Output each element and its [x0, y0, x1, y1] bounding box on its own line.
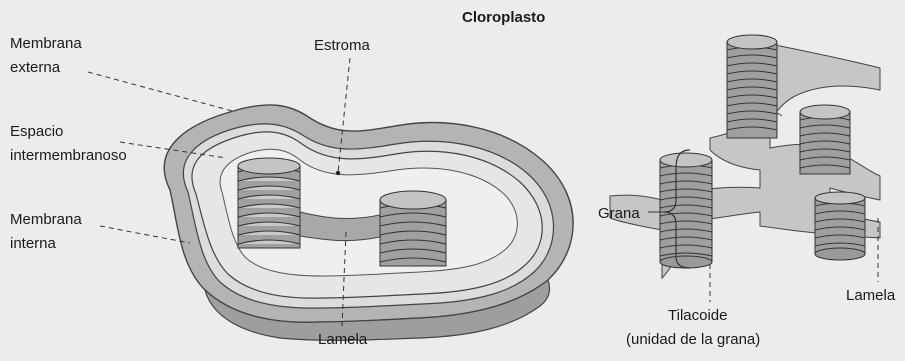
- granum-stack-left: [238, 158, 300, 248]
- label-membrana-interna-2: interna: [10, 234, 56, 253]
- granum-stack-right: [380, 191, 446, 266]
- granum-left: [660, 153, 712, 268]
- label-grana: Grana: [598, 204, 640, 223]
- label-membrana-externa-1: Membrana: [10, 34, 82, 53]
- granum-bottom-right: [815, 192, 865, 260]
- label-lamela-left: Lamela: [318, 330, 367, 349]
- diagram-title: Cloroplasto: [462, 8, 545, 27]
- label-membrana-interna-1: Membrana: [10, 210, 82, 229]
- stroma-dot: [336, 171, 340, 175]
- granum-right: [800, 105, 850, 174]
- label-lamela-right: Lamela: [846, 286, 895, 305]
- label-membrana-externa-2: externa: [10, 58, 60, 77]
- label-tilacoide-2: (unidad de la grana): [626, 330, 760, 349]
- thylakoid-detail: [610, 35, 880, 278]
- label-espacio-2: intermembranoso: [10, 146, 127, 165]
- label-tilacoide-1: Tilacoide: [668, 306, 727, 325]
- granum-top: [727, 35, 777, 138]
- label-espacio-1: Espacio: [10, 122, 63, 141]
- label-estroma: Estroma: [314, 36, 370, 55]
- chloroplast-body: [164, 105, 573, 340]
